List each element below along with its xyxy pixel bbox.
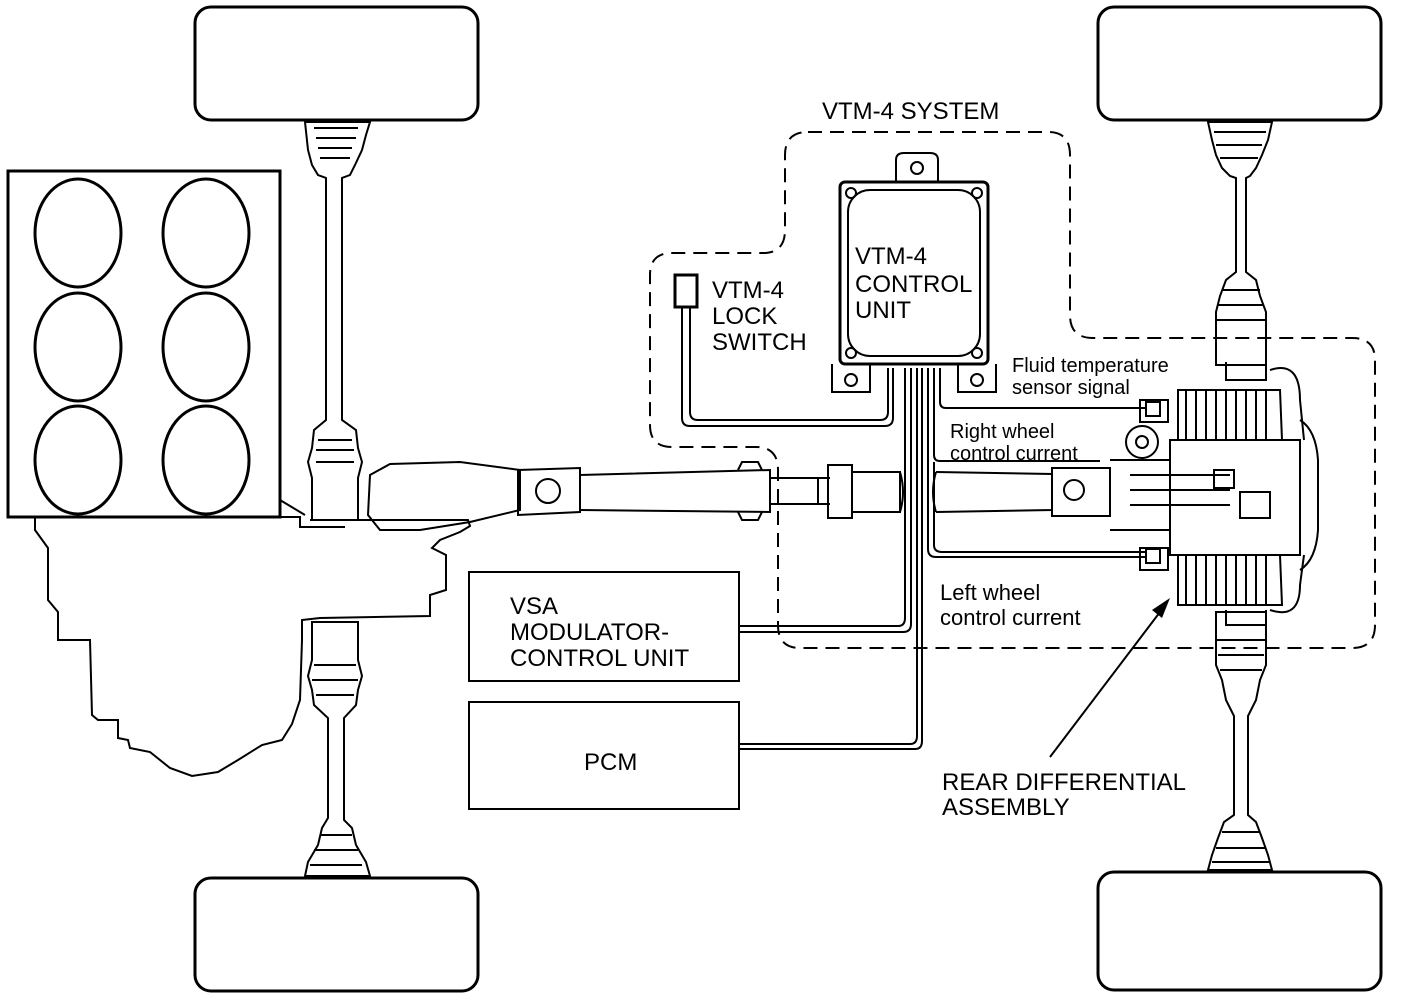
control-unit-label-2: CONTROL [855,271,972,298]
vsa-modulator-box: VSA MODULATOR- CONTROL UNIT [468,571,740,682]
vsa-label-2: MODULATOR- [510,619,669,646]
lock-switch-label-1: VTM-4 [712,277,784,304]
right-wheel-label-2: control current [950,443,1078,465]
front-left-wheel [193,5,480,122]
vtm4-lock-switch: VTM-4 LOCK SWITCH [673,273,807,356]
lock-switch-label-3: SWITCH [712,329,807,356]
vtm4-control-unit: VTM-4 CONTROL UNIT [831,152,997,393]
wiring [681,307,1161,750]
rear-right-driveshaft [1206,611,1274,871]
rear-left-driveshaft [303,621,372,877]
pcm-label: PCM [584,749,637,776]
fluid-temp-label-1: Fluid temperature [1012,355,1169,377]
pcm-box: PCM [468,701,740,810]
front-left-driveshaft [303,121,372,521]
right-wheel-label-1: Right wheel [950,421,1055,443]
lock-switch-label-2: LOCK [712,303,777,330]
left-wheel-label-2: control current [940,605,1081,630]
rear-differential-callout: REAR DIFFERENTIAL ASSEMBLY [942,598,1186,821]
engine-block [6,169,282,519]
rear-left-wheel [193,876,480,993]
left-wheel-label-1: Left wheel [940,580,1040,605]
front-right-driveshaft [1206,121,1274,366]
rear-differential [1110,362,1319,626]
vsa-label-3: CONTROL UNIT [510,645,689,672]
vsa-label-1: VSA [510,593,558,620]
transmission [34,460,521,778]
propeller-shaft [517,461,1111,521]
rear-right-wheel [1096,870,1383,992]
control-unit-label-1: VTM-4 [855,243,927,270]
rear-diff-label-1: REAR DIFFERENTIAL [942,769,1186,796]
rear-diff-label-2: ASSEMBLY [942,794,1070,821]
system-title: VTM-4 SYSTEM [822,98,999,125]
control-unit-label-3: UNIT [855,297,911,324]
fluid-temp-label-2: sensor signal [1012,377,1130,399]
front-right-wheel [1096,5,1383,122]
